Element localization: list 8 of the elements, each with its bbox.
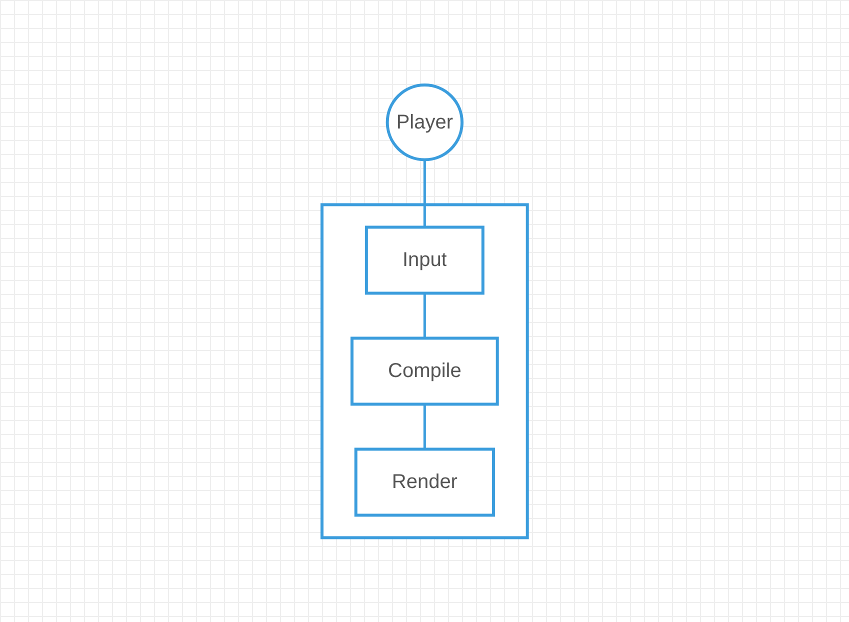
node-box: Input — [364, 225, 484, 294]
connector — [423, 404, 426, 449]
connector — [423, 159, 426, 227]
node-circle: Player — [386, 83, 464, 161]
node-box: Render — [354, 447, 495, 516]
cluster — [320, 202, 529, 539]
node-box: Compile — [350, 336, 499, 406]
connector — [423, 292, 426, 338]
